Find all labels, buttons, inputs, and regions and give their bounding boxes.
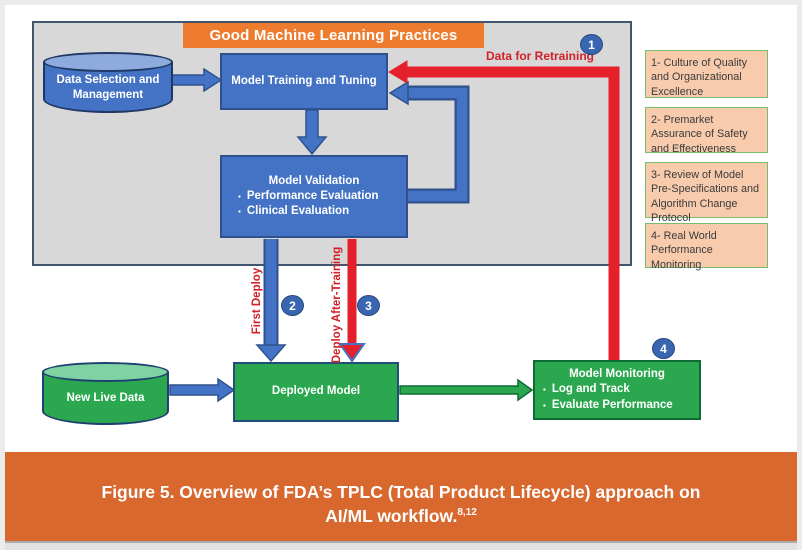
figure-caption-banner: Figure 5. Overview of FDA’s TPLC (Total … [5, 452, 797, 548]
model-validation-title: Model Validation [268, 174, 360, 187]
arrow-retraining-line [407, 66, 620, 363]
model-monitoring-box: Model Monitoring ▪ Log and Track ▪ Evalu… [533, 360, 701, 420]
data-selection-label: Data Selection and Management [56, 73, 160, 101]
arrow-training-to-validation [296, 109, 328, 156]
legend-item-1: 1- Culture of Quality and Organizational… [645, 50, 768, 98]
legend-item-3: 3- Review of Model Pre-Specifications an… [645, 162, 768, 224]
validation-bullet-2-label: Clinical Evaluation [246, 205, 350, 218]
badge-2: 2 [281, 295, 304, 316]
cylinder-top [43, 52, 173, 72]
cylinder-top [42, 362, 169, 382]
model-validation-box: Model Validation ▪ Performance Evaluatio… [220, 155, 408, 238]
legend-item-2: 2- Premarket Assurance of Safety and Eff… [645, 107, 768, 155]
arrow-after-training-head [338, 343, 366, 363]
first-deploy-label: First Deploy [251, 267, 263, 335]
deployed-model-box: Deployed Model [233, 362, 399, 422]
monitoring-bullet-2-label: Evaluate Performance [551, 398, 673, 411]
bullet-icon: ▪ [543, 385, 546, 395]
bullet-icon: ▪ [543, 400, 546, 410]
arrow-feedback-border [405, 85, 470, 204]
bullet-icon: ▪ [238, 207, 241, 217]
caption-line-2: AI/ML workflow.8,12 [5, 505, 797, 529]
workflow-arrows [169, 60, 620, 403]
arrow-data-to-training [171, 67, 223, 93]
badge-3: 3 [357, 295, 380, 316]
new-live-data-cylinder: New Live Data [42, 362, 169, 425]
badge-1: 1 [580, 34, 603, 55]
caption-superscript: 8,12 [457, 506, 477, 518]
validation-bullet-1-label: Performance Evaluation [246, 189, 379, 202]
new-live-data-label: New Live Data [66, 392, 145, 405]
deployed-model-label: Deployed Model [271, 385, 361, 398]
arrow-first-deploy-head [255, 344, 287, 363]
caption-line-2-text: AI/ML workflow. [325, 505, 458, 526]
arrow-newdata-to-deployed [169, 377, 236, 403]
validation-bullet-2: ▪ Clinical Evaluation [222, 204, 406, 219]
arrow-retraining-head [388, 60, 408, 84]
gmlp-header: Good Machine Learning Practices [183, 23, 484, 48]
arrow-feedback-head [388, 80, 409, 106]
model-training-label: Model Training and Tuning [231, 74, 377, 87]
model-monitoring-title: Model Monitoring [569, 368, 665, 381]
data-selection-cylinder: Data Selection and Management [43, 52, 173, 113]
page-bottom-edge [5, 541, 797, 550]
monitoring-bullet-1: ▪ Log and Track [535, 382, 699, 397]
monitoring-bullet-1-label: Log and Track [551, 383, 630, 396]
deploy-after-training-label: Deploy After-Training [331, 246, 343, 364]
validation-bullet-1: ▪ Performance Evaluation [222, 189, 406, 204]
arrow-feedback [405, 87, 468, 202]
legend-item-4: 4- Real World Performance Monitoring [645, 223, 768, 271]
bullet-icon: ▪ [238, 191, 241, 201]
monitoring-bullet-2: ▪ Evaluate Performance [535, 398, 699, 413]
data-for-retraining-label: Data for Retraining [485, 49, 594, 63]
badge-4: 4 [652, 338, 675, 359]
model-training-box: Model Training and Tuning [220, 53, 388, 110]
arrow-deployed-to-monitoring [399, 378, 534, 402]
caption-line-1: Figure 5. Overview of FDA’s TPLC (Total … [101, 482, 701, 502]
